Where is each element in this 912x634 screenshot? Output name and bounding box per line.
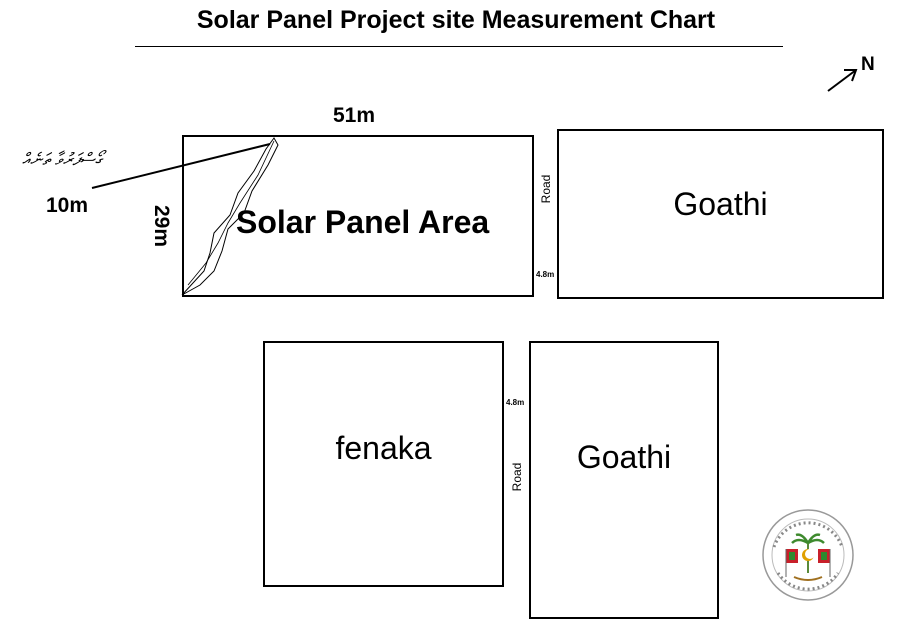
callout-line xyxy=(91,143,271,189)
callout-distance-label: 10m xyxy=(46,194,89,217)
solar-height-dimension: 29m xyxy=(150,204,173,248)
road-top-width: 4.8m xyxy=(536,270,555,279)
solar-area-irregular-boundary xyxy=(181,137,279,296)
goathi-top-label: Goathi xyxy=(673,186,768,222)
official-seal-icon xyxy=(762,509,854,601)
title-underline xyxy=(135,46,783,47)
road-bottom-label: Road xyxy=(510,462,524,492)
road-bottom-width: 4.8m xyxy=(506,398,525,407)
road-top-label: Road xyxy=(539,174,553,204)
goathi-bottom-label: Goathi xyxy=(576,439,672,475)
north-arrow-icon xyxy=(827,69,858,92)
solar-panel-area-label: Solar Panel Area xyxy=(236,204,490,240)
callout-dhivehi-text: ގޯސްފަރުވާ ތަނެއް xyxy=(22,150,102,169)
goathi-bottom-plot xyxy=(529,341,719,619)
fenaka-plot xyxy=(263,341,504,587)
fenaka-label: fenaka xyxy=(335,430,432,466)
goathi-top-plot xyxy=(557,129,884,299)
page-title: Solar Panel Project site Measurement Cha… xyxy=(196,6,716,34)
north-label: N xyxy=(861,54,875,75)
solar-width-dimension: 51m xyxy=(333,104,376,127)
